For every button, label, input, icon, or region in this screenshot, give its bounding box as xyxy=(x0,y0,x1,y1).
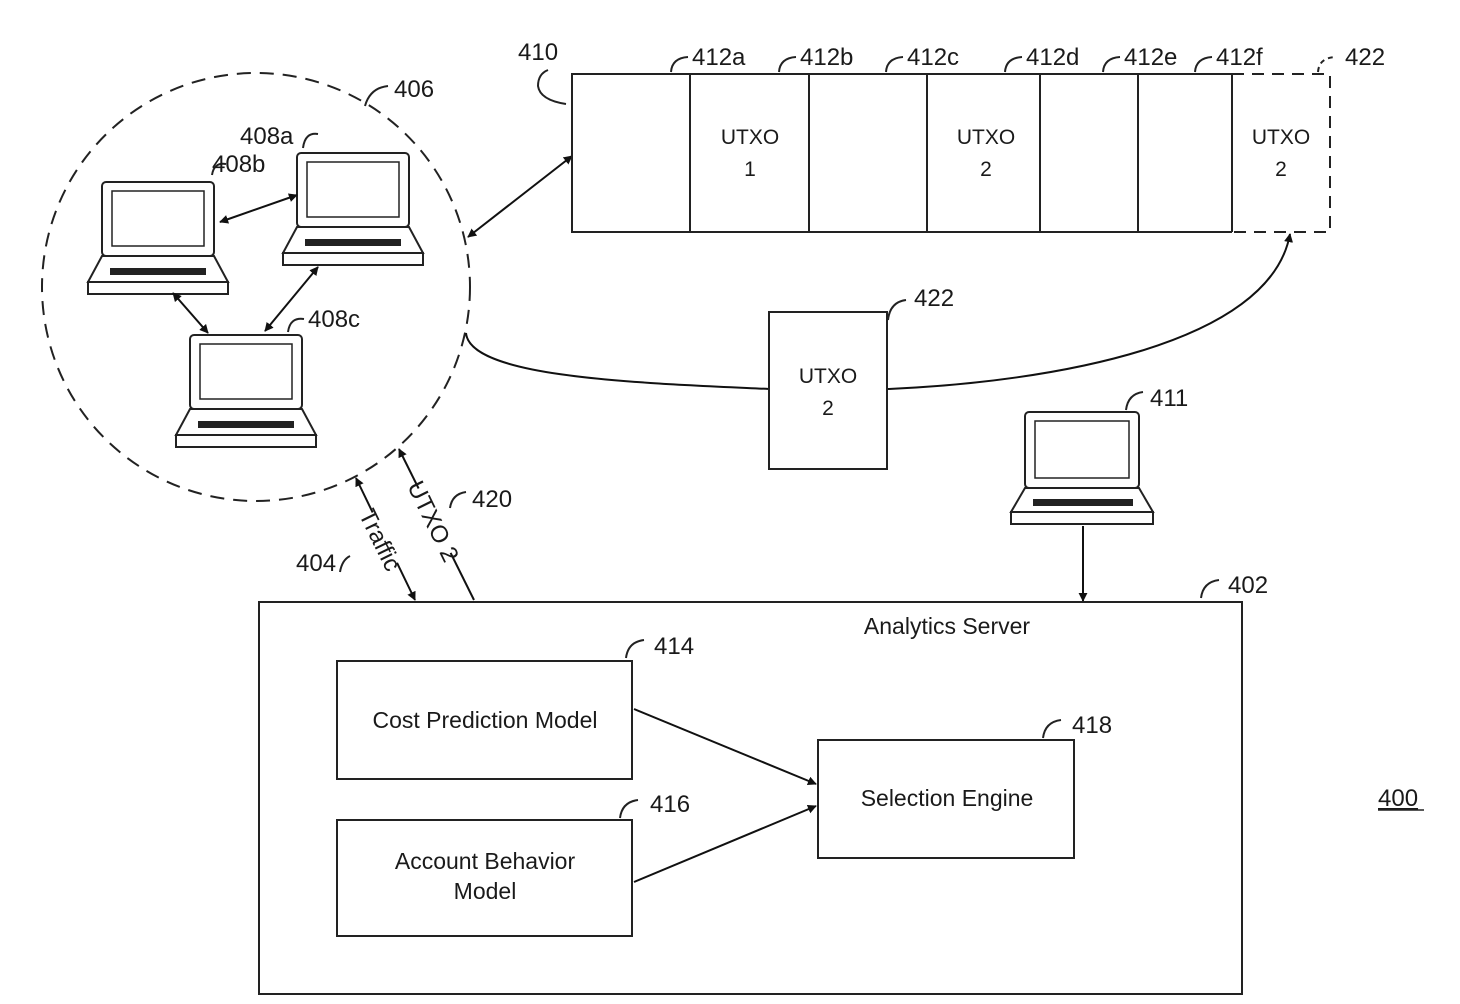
behavior-model-ref-label: 416 xyxy=(650,791,690,818)
pending-block-ref: 422 xyxy=(1345,44,1385,71)
laptop-411 xyxy=(1011,412,1153,524)
laptop-keyboard xyxy=(110,268,206,275)
transaction-text-line1: UTXO xyxy=(799,365,857,388)
pending-block-text-line1: UTXO xyxy=(1252,126,1310,149)
server-title: Analytics Server xyxy=(864,613,1031,639)
device-408b-label: 408b xyxy=(212,151,265,178)
transaction-path-in xyxy=(466,333,769,389)
leader-412d xyxy=(1005,57,1022,72)
laptop-display xyxy=(200,344,292,399)
server-leader xyxy=(1201,580,1219,598)
blockchain-410: 410 412a 412b 412c 412d 412e 412f 422 UT… xyxy=(518,39,1385,232)
utxo-submission-leader xyxy=(450,492,466,508)
cost-model-ref-label: 414 xyxy=(654,633,694,660)
pending-block-text-line2: 2 xyxy=(1275,158,1287,181)
analytics-server-402: Analytics Server 402 Cost Prediction Mod… xyxy=(259,572,1268,994)
block-412f-ref: 412f xyxy=(1216,44,1263,71)
account-behavior-model-label-line2: Model xyxy=(454,878,517,904)
leader-412b xyxy=(779,57,796,72)
block-412d-text-line1: UTXO xyxy=(957,126,1015,149)
device-408c-label: 408c xyxy=(308,306,360,333)
network-leader-line xyxy=(365,86,388,106)
block-412a-ref: 412a xyxy=(692,44,746,71)
leader-411 xyxy=(1126,392,1143,410)
cost-model-leader xyxy=(626,640,644,658)
blockchain-ref-label: 410 xyxy=(518,39,558,66)
leader-412e xyxy=(1103,57,1120,72)
transaction-leader xyxy=(888,300,906,320)
transaction-box xyxy=(769,312,887,469)
traffic-label: Traffic xyxy=(353,505,406,576)
peer-link-408b-408c xyxy=(173,293,208,333)
figure-number: 400 xyxy=(1378,785,1418,812)
laptop-408c xyxy=(176,335,316,447)
client-ref-label: 411 xyxy=(1150,385,1188,412)
laptop-keyboard xyxy=(1033,499,1133,506)
behavior-model-leader xyxy=(620,800,638,818)
laptop-front-edge xyxy=(1011,512,1153,524)
blockchain-frame xyxy=(572,74,1232,232)
selection-engine-leader xyxy=(1043,720,1061,738)
traffic-leader xyxy=(340,556,350,572)
block-412d-ref: 412d xyxy=(1026,44,1079,71)
peer-link-408b-408a xyxy=(220,195,297,222)
laptop-keyboard xyxy=(198,421,294,428)
device-408a-label: 408a xyxy=(240,123,294,150)
leader-408a xyxy=(303,134,318,148)
transaction-text-line2: 2 xyxy=(822,397,834,420)
laptop-display xyxy=(307,162,399,217)
selection-engine-label: Selection Engine xyxy=(861,785,1034,811)
block-412d-text-line2: 2 xyxy=(980,158,992,181)
block-412b-ref: 412b xyxy=(800,44,853,71)
block-412e-ref: 412e xyxy=(1124,44,1177,71)
leader-412f xyxy=(1195,57,1212,72)
leader-408c xyxy=(288,319,304,332)
network-blockchain-link xyxy=(468,156,572,237)
laptop-front-edge xyxy=(283,253,423,265)
laptop-408b xyxy=(88,182,228,294)
traffic-ref-label: 404 xyxy=(296,550,336,577)
laptop-display xyxy=(112,191,204,246)
laptop-front-edge xyxy=(88,282,228,294)
laptop-display xyxy=(1035,421,1129,478)
cost-model-to-engine-arrow xyxy=(634,709,816,784)
network-ref-label: 406 xyxy=(394,76,434,103)
utxo-submission-label: UTXO 2 xyxy=(402,477,464,567)
transaction-422: UTXO 2 422 xyxy=(769,285,954,469)
utxo-submission-ref-label: 420 xyxy=(472,486,512,513)
leader-412c xyxy=(886,57,903,72)
laptop-front-edge xyxy=(176,435,316,447)
selection-engine-ref-label: 418 xyxy=(1072,712,1112,739)
leader-412a xyxy=(671,57,688,72)
block-412b-text-line1: UTXO xyxy=(721,126,779,149)
blockchain-leader xyxy=(538,70,566,104)
server-ref-label: 402 xyxy=(1228,572,1268,599)
leader-422-top xyxy=(1318,57,1335,72)
transaction-ref-label: 422 xyxy=(914,285,954,312)
block-412c-ref: 412c xyxy=(907,44,959,71)
block-412b-text-line2: 1 xyxy=(744,158,756,181)
laptop-keyboard xyxy=(305,239,401,246)
laptop-408a xyxy=(283,153,423,265)
account-behavior-model-label-line1: Account Behavior xyxy=(395,848,576,874)
pending-block-outline xyxy=(1232,74,1330,232)
cost-prediction-model-label: Cost Prediction Model xyxy=(373,707,598,733)
